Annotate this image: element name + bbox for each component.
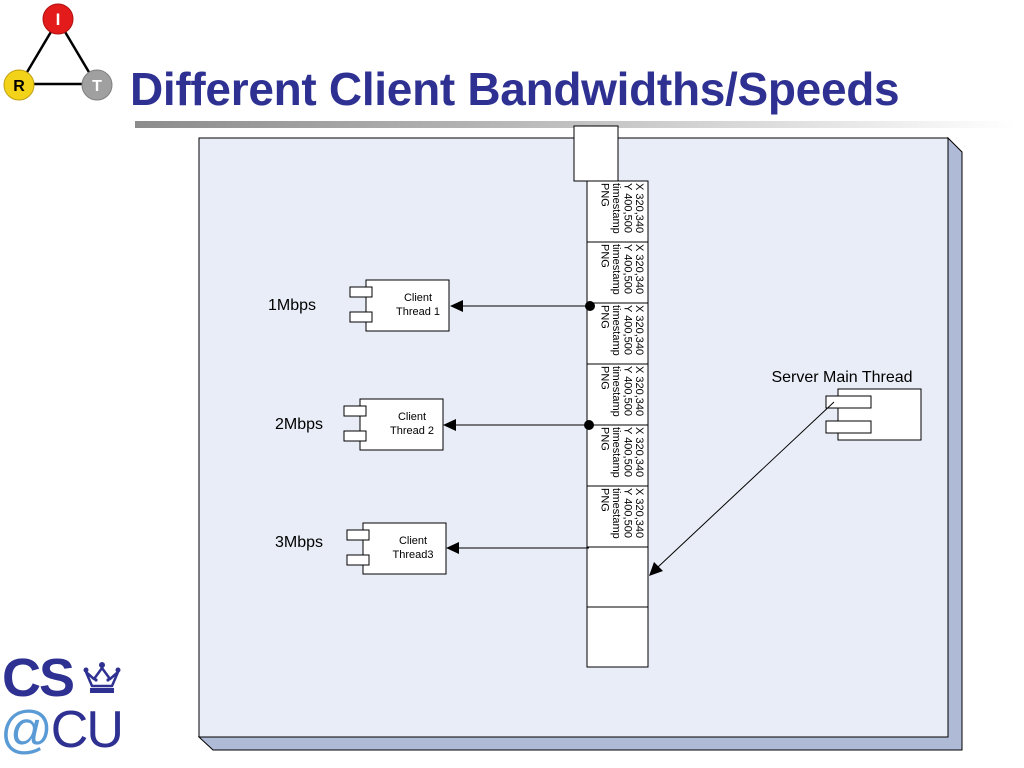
client-2-speed-label: 2Mbps (275, 416, 323, 433)
buffer-cell-3-line-2: Y 400,500 (622, 305, 634, 355)
buffer-cell-1-line-1: X 320,340 (633, 183, 645, 233)
junction-dot (584, 420, 594, 430)
buffer-cell-2-line-3: timestamp (610, 244, 622, 295)
buffer-cell-4-line-3: timestamp (610, 366, 622, 417)
at-sign-text: @ (0, 701, 53, 759)
arrowhead-server-to-buffer (649, 562, 663, 576)
arrowhead-client-1 (450, 300, 463, 312)
buffer-cell-5-line-1: X 320,340 (633, 427, 645, 477)
component-port (343, 405, 367, 417)
cs-cu-logo: CS @CU (0, 648, 130, 763)
buffer-cell-6-line-4: PNG (599, 488, 611, 512)
cs-logo-text: CS (2, 648, 75, 708)
component-port (349, 311, 373, 323)
client-thread-2-label-line2: Thread 2 (390, 425, 434, 437)
buffer-cell-5-line-4: PNG (599, 427, 611, 451)
buffer-cell-5-line-3: timestamp (610, 427, 622, 478)
client-thread-3-label-line1: Client (399, 535, 427, 547)
buffer-cell-1-line-4: PNG (599, 183, 611, 207)
client-3-speed-label: 3Mbps (275, 534, 323, 551)
irt-logo-letter-i: I (56, 10, 61, 29)
buffer-top-tab (573, 125, 619, 182)
buffer-cell-2-line-1: X 320,340 (633, 244, 645, 294)
client-1-speed-label: 1Mbps (268, 297, 316, 314)
buffer-cell-1-line-3: timestamp (610, 183, 622, 234)
buffer-cell-3-line-1: X 320,340 (633, 305, 645, 355)
component-port (343, 430, 367, 442)
client-thread-2-label-line1: Client (398, 411, 426, 423)
component-port (346, 529, 370, 541)
buffer-cell-5-line-2: Y 400,500 (622, 427, 634, 477)
arrowhead-client-2 (443, 419, 456, 431)
title-underline (135, 121, 1015, 128)
client-thread-3-label-line2: Thread3 (393, 549, 434, 561)
client-thread-2: Client Thread 2 (343, 398, 444, 451)
buffer-cell-6-line-1: X 320,340 (633, 488, 645, 538)
client-thread-1-label-line1: Client (404, 292, 432, 304)
client-thread-1: Client Thread 1 (349, 279, 450, 332)
arrowhead-client-3 (446, 542, 459, 554)
buffer-cell-6-line-2: Y 400,500 (622, 488, 634, 538)
component-port (349, 286, 373, 298)
slide-title: Different Client Bandwidths/Speeds (130, 63, 900, 115)
diagram-panel (198, 137, 949, 738)
cu-logo-text: CU (50, 701, 124, 759)
irt-logo-top-circle (42, 3, 74, 35)
buffer-cell-3-line-4: PNG (599, 305, 611, 329)
buffer-cell-4-line-1: X 320,340 (633, 366, 645, 416)
irt-logo-letter-r: R (13, 78, 25, 95)
component-port (825, 420, 872, 434)
irt-logo-letter-t: T (92, 78, 102, 95)
irt-logo: I R T (3, 3, 113, 101)
junction-dot (585, 301, 595, 311)
buffer-cell-4-line-4: PNG (599, 366, 611, 390)
component-port (825, 395, 872, 409)
buffer-cell-2-line-2: Y 400,500 (622, 244, 634, 294)
client-thread-3: Client Thread3 (346, 522, 447, 575)
buffer-cell-4-line-2: Y 400,500 (622, 366, 634, 416)
crown-icon (83, 662, 121, 693)
connector-server-to-buffer (657, 401, 835, 568)
server-main-thread-label: Server Main Thread (771, 369, 912, 386)
server-main-thread (825, 388, 922, 441)
buffer-cell-2-line-4: PNG (599, 244, 611, 268)
buffer-cell-1-line-2: Y 400,500 (622, 183, 634, 233)
irt-logo-left-circle (3, 69, 35, 101)
buffer-cell-6-line-3: timestamp (610, 488, 622, 539)
client-thread-1-label-line2: Thread 1 (396, 306, 440, 318)
buffer-cell-3-line-3: timestamp (610, 305, 622, 356)
component-port (346, 554, 370, 566)
irt-logo-right-circle (81, 69, 113, 101)
